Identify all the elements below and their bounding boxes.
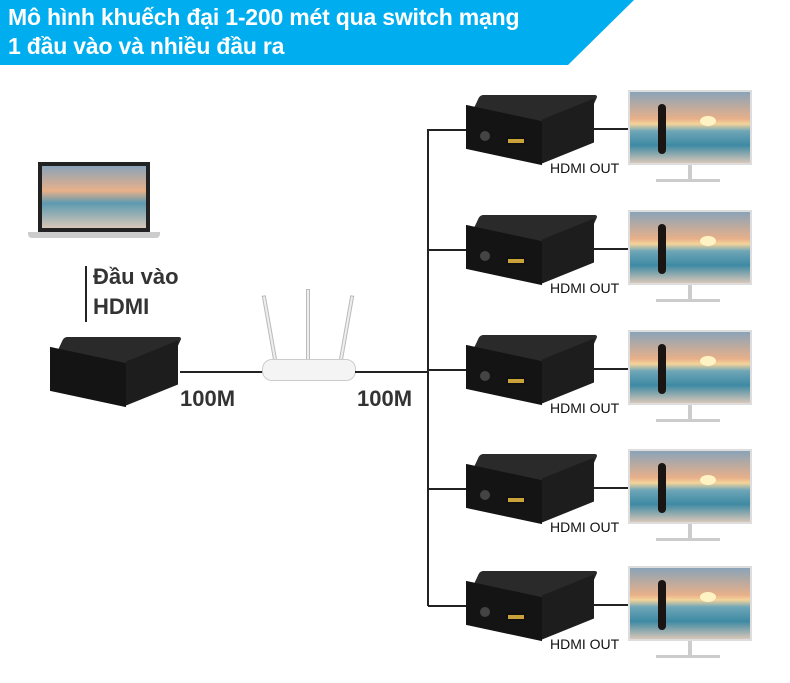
- receiver-device: [466, 215, 599, 286]
- hdmi-out-label: HDMI OUT: [550, 636, 620, 652]
- branch-line: [428, 249, 468, 251]
- monitor: [628, 566, 752, 664]
- receiver-device: [466, 454, 599, 525]
- receiver-device: [466, 335, 599, 406]
- hdmi-out-label: HDMI OUT: [550, 280, 620, 296]
- hdmi-cable: [594, 128, 630, 130]
- branch-line: [428, 369, 468, 371]
- hdmi-out-label: HDMI OUT: [550, 519, 620, 535]
- receiver-device: [466, 571, 599, 642]
- receiver-device: [466, 95, 599, 166]
- input-label-2: HDMI: [93, 294, 150, 319]
- monitor: [628, 90, 752, 188]
- hdmi-cable: [594, 604, 630, 606]
- monitor: [628, 449, 752, 547]
- hdmi-out-label: HDMI OUT: [550, 400, 620, 416]
- branch-line: [428, 129, 468, 131]
- hdmi-cable: [594, 248, 630, 250]
- hdmi-input-line: [85, 266, 87, 322]
- monitor: [628, 330, 752, 428]
- speed-label-right: 100M: [357, 386, 413, 411]
- cable-router-trunk: [355, 371, 429, 373]
- title-line-2: 1 đầu vào và nhiều đầu ra: [8, 33, 285, 59]
- hdmi-cable: [594, 487, 630, 489]
- monitor: [628, 210, 752, 308]
- router-switch: [261, 289, 356, 385]
- hdmi-out-label: HDMI OUT: [550, 160, 620, 176]
- title-banner: Mô hình khuếch đại 1-200 mét qua switch …: [0, 0, 634, 65]
- cable-tx-router: [180, 371, 264, 373]
- trunk-line: [427, 129, 429, 606]
- input-label-1: Đầu vào: [93, 264, 179, 289]
- branch-line: [428, 488, 468, 490]
- speed-label-left: 100M: [180, 386, 236, 411]
- title-line-1: Mô hình khuếch đại 1-200 mét qua switch …: [8, 4, 520, 30]
- branch-line: [428, 605, 468, 607]
- hdmi-cable: [594, 368, 630, 370]
- transmitter-device: [50, 337, 183, 408]
- laptop-source: [28, 162, 160, 238]
